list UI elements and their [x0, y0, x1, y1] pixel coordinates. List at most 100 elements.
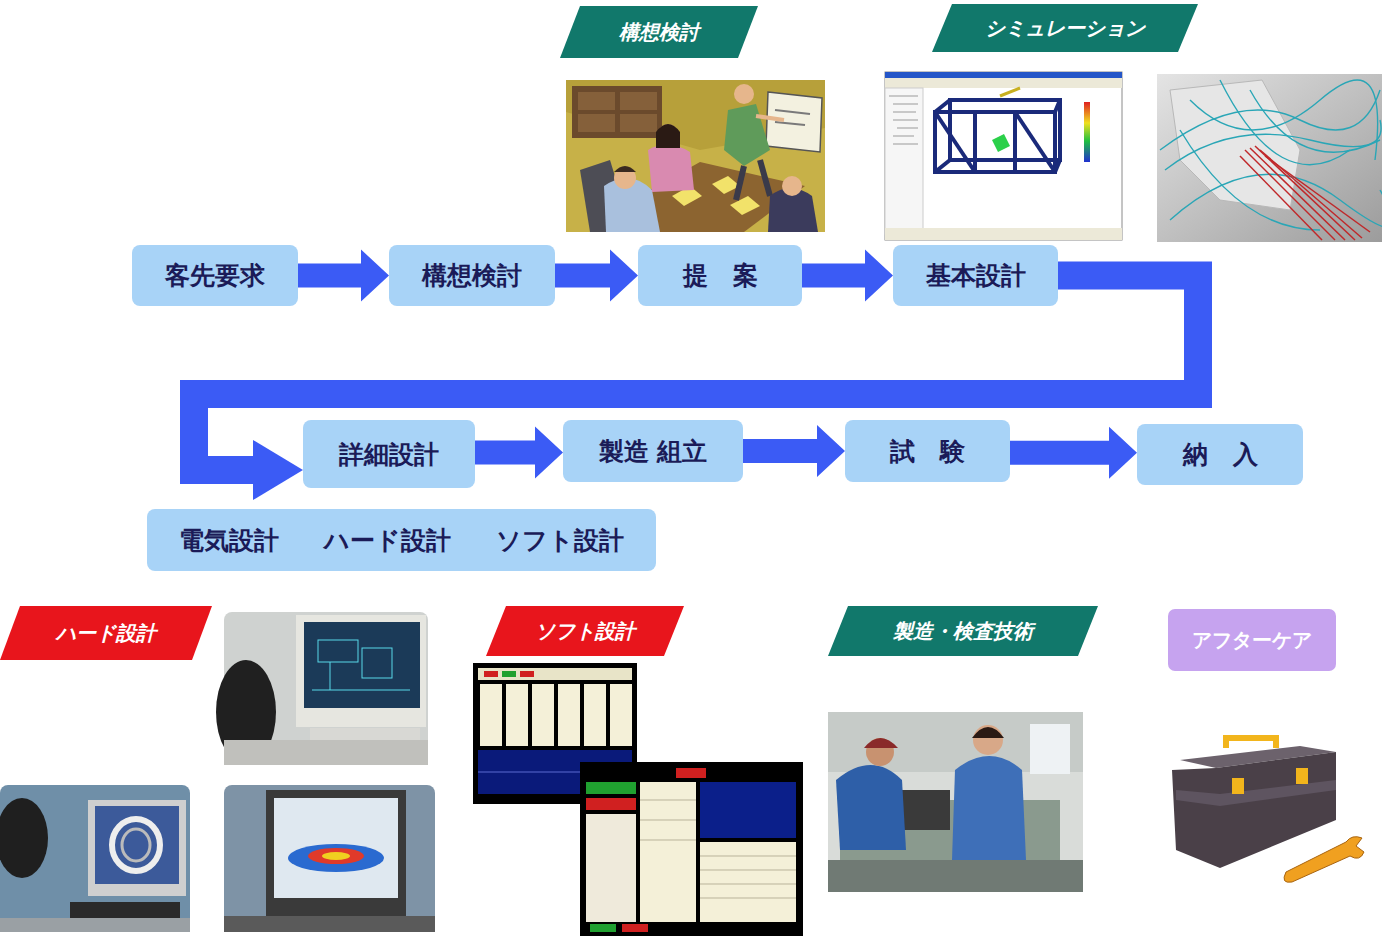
block-arrow — [475, 427, 563, 479]
factory-photo — [828, 712, 1083, 892]
simulation-screenshot — [885, 72, 1122, 240]
simulation-screenshot-part — [992, 134, 1010, 152]
block-arrow — [555, 250, 638, 302]
process-box: 提 案 — [638, 245, 802, 306]
toolbox-icon-part — [1176, 780, 1336, 806]
flow-simulation-image-part — [1160, 80, 1382, 230]
simulation-screenshot-part — [893, 104, 918, 105]
banner-parallelogram — [486, 606, 684, 656]
factory-photo-part — [1030, 724, 1070, 774]
simulation-screenshot-part — [885, 72, 1122, 240]
simulation-screenshot-part — [885, 72, 1122, 78]
software-screenshot-part — [586, 798, 636, 810]
software-screenshot-part — [590, 924, 616, 932]
block-arrow — [802, 250, 893, 302]
simulation-screenshot-part-part — [1015, 112, 1055, 172]
toolbox-icon-part — [1284, 837, 1364, 883]
software-screenshot — [580, 762, 803, 936]
block-arrow — [743, 425, 845, 477]
simulation-screenshot-part — [893, 144, 918, 145]
meeting-illustration-part — [620, 114, 657, 132]
hardware-photo-part — [112, 819, 160, 871]
meeting-illustration-part — [734, 84, 754, 104]
software-screenshot-part-part — [640, 820, 696, 821]
node-label: 基本設計 — [926, 259, 1026, 292]
hardware-photo-part — [95, 806, 179, 884]
flow-arrow — [555, 250, 638, 302]
software-screenshot-part — [480, 684, 502, 746]
process-box: 納 入 — [1137, 424, 1303, 485]
factory-photo-part — [828, 712, 1083, 892]
meeting-illustration-part — [760, 160, 770, 196]
software-screenshot-part-part — [640, 800, 696, 801]
software-screenshot-part — [610, 684, 632, 746]
banner-parallelogram — [0, 606, 212, 660]
flow-arrow — [743, 425, 845, 477]
flow-simulation-image-part-part — [1240, 156, 1322, 240]
process-box: 製造 組立 — [563, 420, 743, 482]
node-label: 製造 組立 — [599, 435, 708, 468]
software-screenshot — [473, 663, 637, 804]
hardware-photo-part-part — [312, 690, 410, 691]
simulation-screenshot-part — [893, 120, 918, 121]
meeting-illustration-part — [614, 166, 636, 172]
software-screenshot-part — [502, 671, 516, 677]
hardware-photo-part — [224, 916, 435, 932]
node-label: 詳細設計 — [339, 438, 439, 471]
factory-photo-part — [836, 765, 906, 850]
software-screenshot-part — [676, 768, 706, 778]
banner-parallelogram — [828, 606, 1098, 656]
simulation-screenshot-part — [885, 88, 923, 234]
section-banner: 構想検討 — [560, 6, 758, 58]
meeting-illustration-part — [620, 92, 657, 110]
simulation-screenshot-part-part — [935, 100, 950, 112]
hardware-photo-part — [308, 848, 364, 864]
meeting-illustration-part — [724, 104, 770, 166]
software-screenshot-part — [580, 762, 803, 936]
software-screenshot-part — [484, 671, 498, 677]
section-banner: 製造・検査技術 — [828, 606, 1098, 656]
hardware-photo — [216, 612, 428, 765]
software-screenshot-part — [478, 668, 632, 680]
node-label: アフターケア — [1192, 627, 1312, 654]
simulation-screenshot-part — [897, 128, 918, 129]
hardware-photo-part — [266, 790, 406, 916]
software-screenshot-part — [558, 684, 580, 746]
hardware-photo — [0, 785, 190, 932]
simulation-screenshot-part — [893, 112, 916, 113]
banner-parallelogram — [932, 4, 1198, 52]
meeting-illustration-part — [736, 166, 744, 200]
design-discipline: ハード設計 — [324, 524, 451, 557]
simulation-screenshot-part-part — [973, 112, 977, 172]
process-box: 客先要求 — [132, 245, 298, 306]
software-screenshot-part-part — [700, 870, 796, 871]
hardware-photo-part — [296, 615, 426, 727]
process-box: 基本設計 — [893, 245, 1058, 306]
meeting-illustration-part — [782, 176, 802, 196]
flow-simulation-image-part-part — [1190, 80, 1378, 160]
flow-simulation-image-part-part — [1265, 156, 1370, 232]
block-arrow — [298, 250, 389, 302]
software-screenshot-part-part — [700, 856, 796, 857]
hardware-photo-part — [288, 844, 384, 872]
meeting-illustration-part — [578, 114, 615, 132]
software-screenshot-part — [532, 684, 554, 746]
node-label: 構想検討 — [422, 259, 522, 292]
simulation-screenshot-part — [1084, 102, 1090, 162]
meeting-illustration-part — [566, 80, 825, 232]
meeting-illustration-part — [648, 144, 694, 192]
node-label: ハード設計 — [56, 620, 156, 647]
node-label: シミュレーション — [985, 15, 1145, 42]
software-screenshot-part — [700, 842, 796, 922]
aftercare-tag: アフターケア — [1168, 609, 1336, 671]
simulation-screenshot-part — [885, 78, 1122, 88]
process-box: 構想検討 — [389, 245, 555, 306]
flow-arrow — [194, 276, 1198, 501]
flow-arrow — [802, 250, 893, 302]
software-screenshot-part — [520, 671, 534, 677]
simulation-screenshot-part-part — [950, 100, 1060, 160]
software-screenshot-part — [586, 782, 636, 794]
simulation-screenshot-part — [889, 96, 918, 97]
software-screenshot-part-part — [700, 898, 796, 899]
